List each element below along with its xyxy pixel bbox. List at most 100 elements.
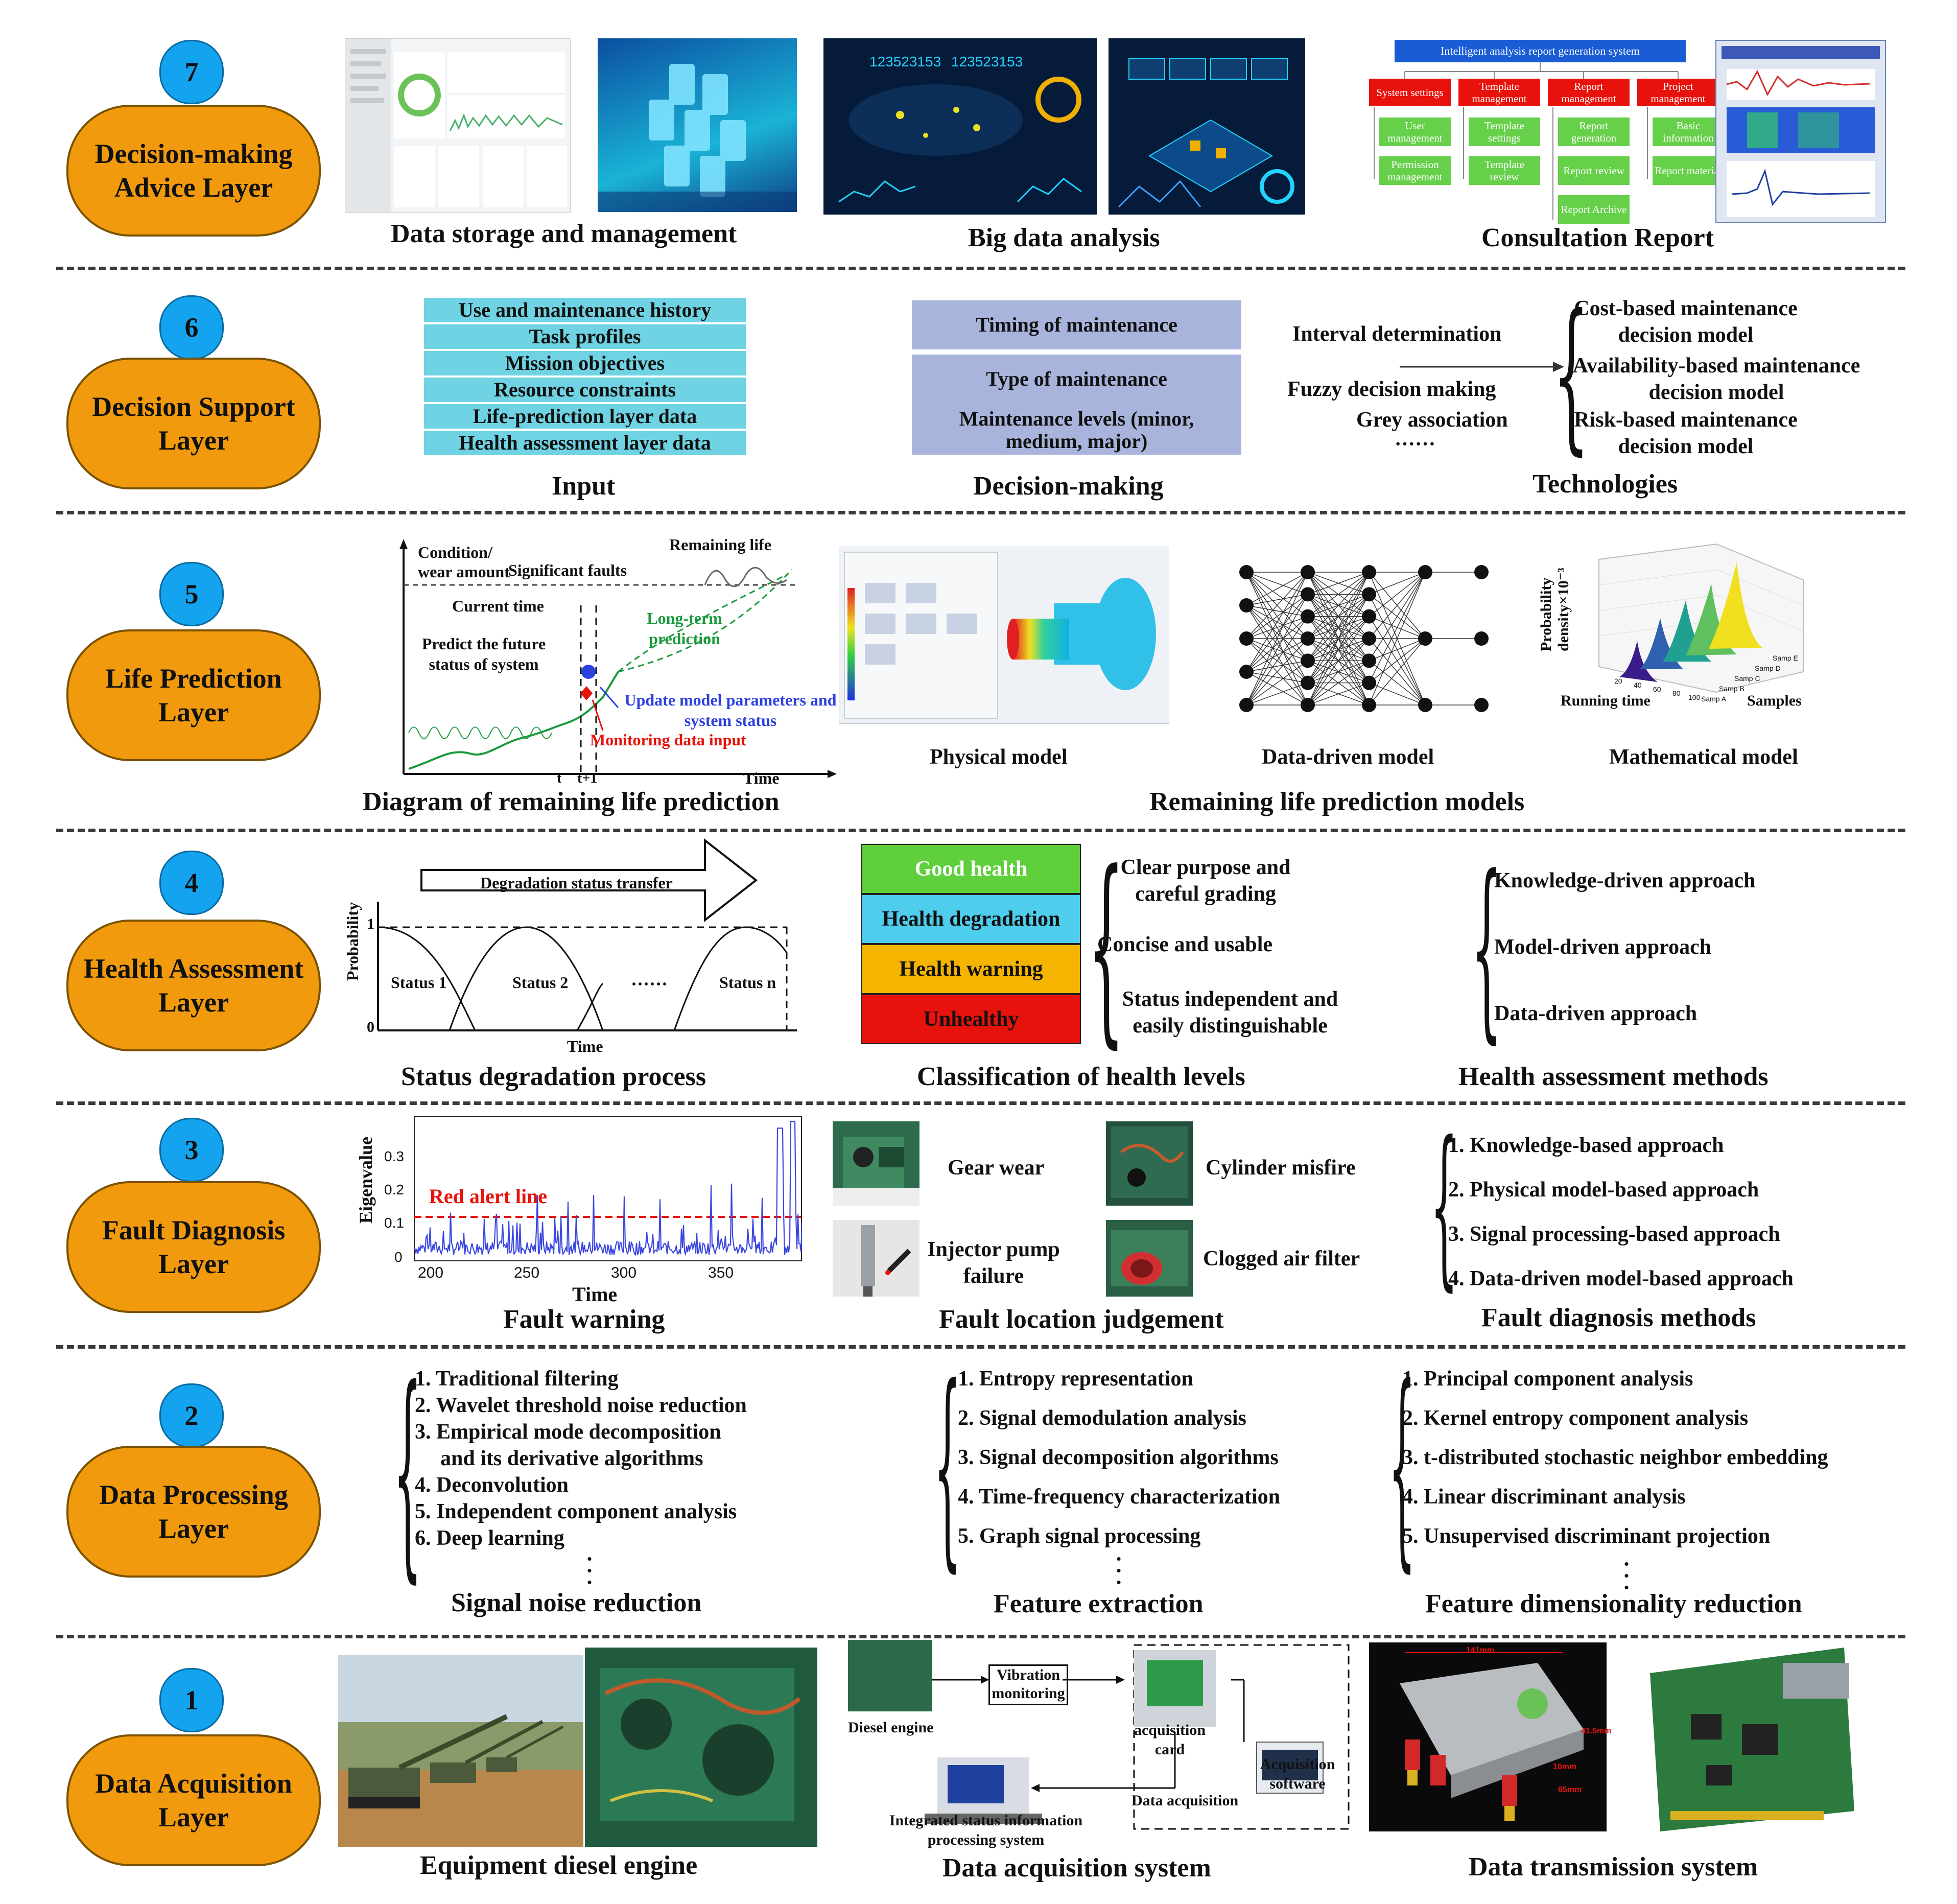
vibration-analysis-screenshot [1715, 40, 1886, 223]
caption-ha-methods: Health assessment methods [1458, 1062, 1769, 1091]
tech-availability-model: Availability-based maintenance decision … [1572, 354, 1860, 404]
fault-clogged-filter: Clogged air filter [1203, 1247, 1360, 1271]
caption-technologies: Technologies [1532, 469, 1678, 499]
report-item: Report generation [1558, 117, 1630, 146]
nn-edge [1246, 594, 1308, 639]
transmission-module-photo [1369, 1642, 1607, 1831]
fault-cylinder-misfire: Cylinder misfire [1206, 1156, 1356, 1180]
rl-t: t [557, 770, 562, 786]
acq-software-label: Acquisition software [1260, 1756, 1335, 1792]
noise-item: 5. Independent component analysis [415, 1500, 737, 1523]
caption-rl-models: Remaining life prediction models [1149, 787, 1525, 816]
dim-label: 10mm [1553, 1762, 1577, 1771]
caption-input: Input [552, 472, 616, 501]
model-mathematical-label: Mathematical model [1609, 745, 1798, 769]
report-system-title: Intelligent analysis report generation s… [1395, 40, 1686, 62]
separator [56, 1101, 1905, 1105]
nn-edge [1307, 572, 1370, 639]
feature-item: 1. Entropy representation [958, 1367, 1193, 1391]
layer-label-decision-support: Decision Support Layer [66, 358, 321, 489]
layer-number-badge: 1 [159, 1668, 224, 1732]
nn-edge [1246, 572, 1308, 606]
caption-status-degradation: Status degradation process [401, 1062, 706, 1091]
nn-edge [1246, 594, 1308, 706]
nn-edge [1246, 616, 1308, 672]
input-item: Resource constraints [424, 378, 746, 402]
tech-risk-model: Risk-based maintenance decision model [1574, 408, 1798, 458]
input-item: Mission objectives [424, 351, 746, 375]
storage-dashboard-image [345, 38, 571, 213]
nn-edge [1307, 683, 1370, 706]
time-tick: 250 [514, 1264, 540, 1281]
input-item: Health assessment layer data [424, 431, 746, 455]
nn-edge [1307, 572, 1370, 706]
math-ylabel: Samples [1747, 692, 1802, 709]
probability-axis-label: Probability [343, 902, 362, 981]
separator [56, 1345, 1905, 1349]
methods-brace: { [1471, 834, 1502, 1061]
time-tick: 350 [708, 1264, 734, 1281]
status-2-label: Status 2 [512, 973, 569, 992]
noise-item: and its derivative algorithms [440, 1447, 703, 1470]
nn-node [1362, 565, 1376, 579]
neural-network-diagram [1239, 565, 1489, 712]
tech-cost-model: Cost-based maintenance decision model [1574, 297, 1798, 347]
report-tree-connectors [1374, 62, 1679, 220]
daq-card-photo [1630, 1642, 1870, 1839]
report-col-head: System settings [1369, 79, 1451, 106]
layer-label-data-processing: Data Processing Layer [66, 1446, 321, 1578]
layer-number-badge: 7 [159, 40, 224, 104]
math-tick: 20 [1614, 677, 1622, 685]
rl-update: Update model parameters and system statu… [624, 691, 837, 730]
nn-edge [1307, 594, 1370, 706]
dashboard-number: 123523153 [869, 54, 941, 69]
nn-node [1474, 698, 1489, 712]
dim-label: 141mm [1466, 1646, 1495, 1655]
health-level-label: Health degradation [882, 907, 1060, 931]
vertical-ellipsis-icon [587, 1553, 592, 1589]
rl-t1: t+1 [577, 770, 598, 786]
nn-node [1301, 609, 1315, 624]
artillery-photo [338, 1655, 583, 1847]
nn-node [1301, 631, 1315, 646]
data-acquisition-label: Data acquisition [1131, 1792, 1239, 1809]
math-sample: Samp D [1755, 664, 1781, 672]
feature-brace: { [934, 1341, 961, 1591]
fw-time-label: Time [572, 1283, 618, 1306]
caption-big-data: Big data analysis [968, 223, 1160, 252]
nn-edge [1246, 660, 1308, 672]
rl-significant-faults: Significant faults [508, 561, 627, 579]
math-sample: Samp C [1734, 674, 1760, 683]
input-item: Task profiles [424, 324, 746, 349]
nn-edge [1369, 683, 1426, 706]
input-item: Life-prediction layer data [424, 404, 746, 429]
feature-item: 5. Graph signal processing [958, 1524, 1201, 1548]
fd-method: 1. Knowledge-based approach [1448, 1134, 1724, 1157]
tech-grey: Grey association [1356, 408, 1508, 432]
caption-fault-warning: Fault warning [503, 1305, 665, 1334]
nn-edge [1246, 572, 1308, 706]
math-sample: Samp A [1701, 695, 1727, 703]
math-sample: Samp B [1719, 685, 1744, 693]
caption-diesel-engine: Equipment diesel engine [420, 1851, 698, 1880]
layer-label-health-assessment: Health Assessment Layer [66, 920, 321, 1051]
nn-node [1239, 698, 1254, 712]
layer-number-badge: 4 [159, 851, 224, 915]
health-level-good: Good health [861, 844, 1081, 894]
caption-health-levels: Classification of health levels [917, 1062, 1245, 1091]
math-tick: 80 [1672, 689, 1681, 697]
criteria-brace: { [1088, 829, 1125, 1066]
fault-injector-pump: Injector pump failure [927, 1238, 1060, 1288]
tech-interval: Interval determination [1292, 322, 1502, 346]
dimred-item: 2. Kernel entropy component analysis [1402, 1406, 1749, 1430]
nn-node [1362, 698, 1376, 712]
rl-remaining-life: Remaining life [669, 535, 771, 554]
cylinder-misfire-photo [1106, 1121, 1193, 1206]
dim-label: 65mm [1558, 1785, 1582, 1794]
nn-edge [1369, 572, 1426, 639]
decision-item: Type of maintenance [912, 355, 1241, 404]
fd-method: 3. Signal processing-based approach [1448, 1223, 1780, 1246]
caption-rl-diagram: Diagram of remaining life prediction [363, 787, 780, 816]
nn-edge [1369, 572, 1426, 661]
criteria-item: Concise and usable [1097, 933, 1273, 956]
